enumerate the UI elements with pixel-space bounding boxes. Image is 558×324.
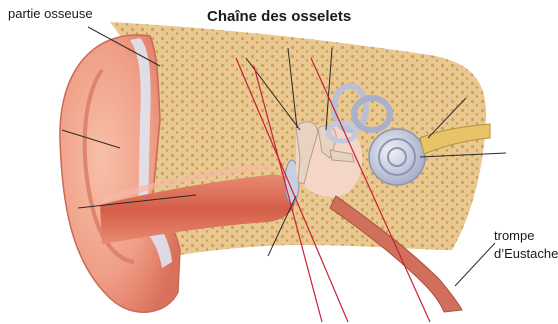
cochlea — [369, 129, 425, 185]
label-trompe-eustache: trompe d’Eustache — [494, 227, 558, 263]
diagram-title: Chaîne des osselets — [207, 8, 351, 25]
label-partie-osseuse: partie osseuse — [8, 6, 93, 21]
label-trompe-line2: d’Eustache — [494, 245, 558, 263]
leader-eustachian — [455, 243, 495, 286]
label-trompe-line1: trompe — [494, 227, 558, 245]
